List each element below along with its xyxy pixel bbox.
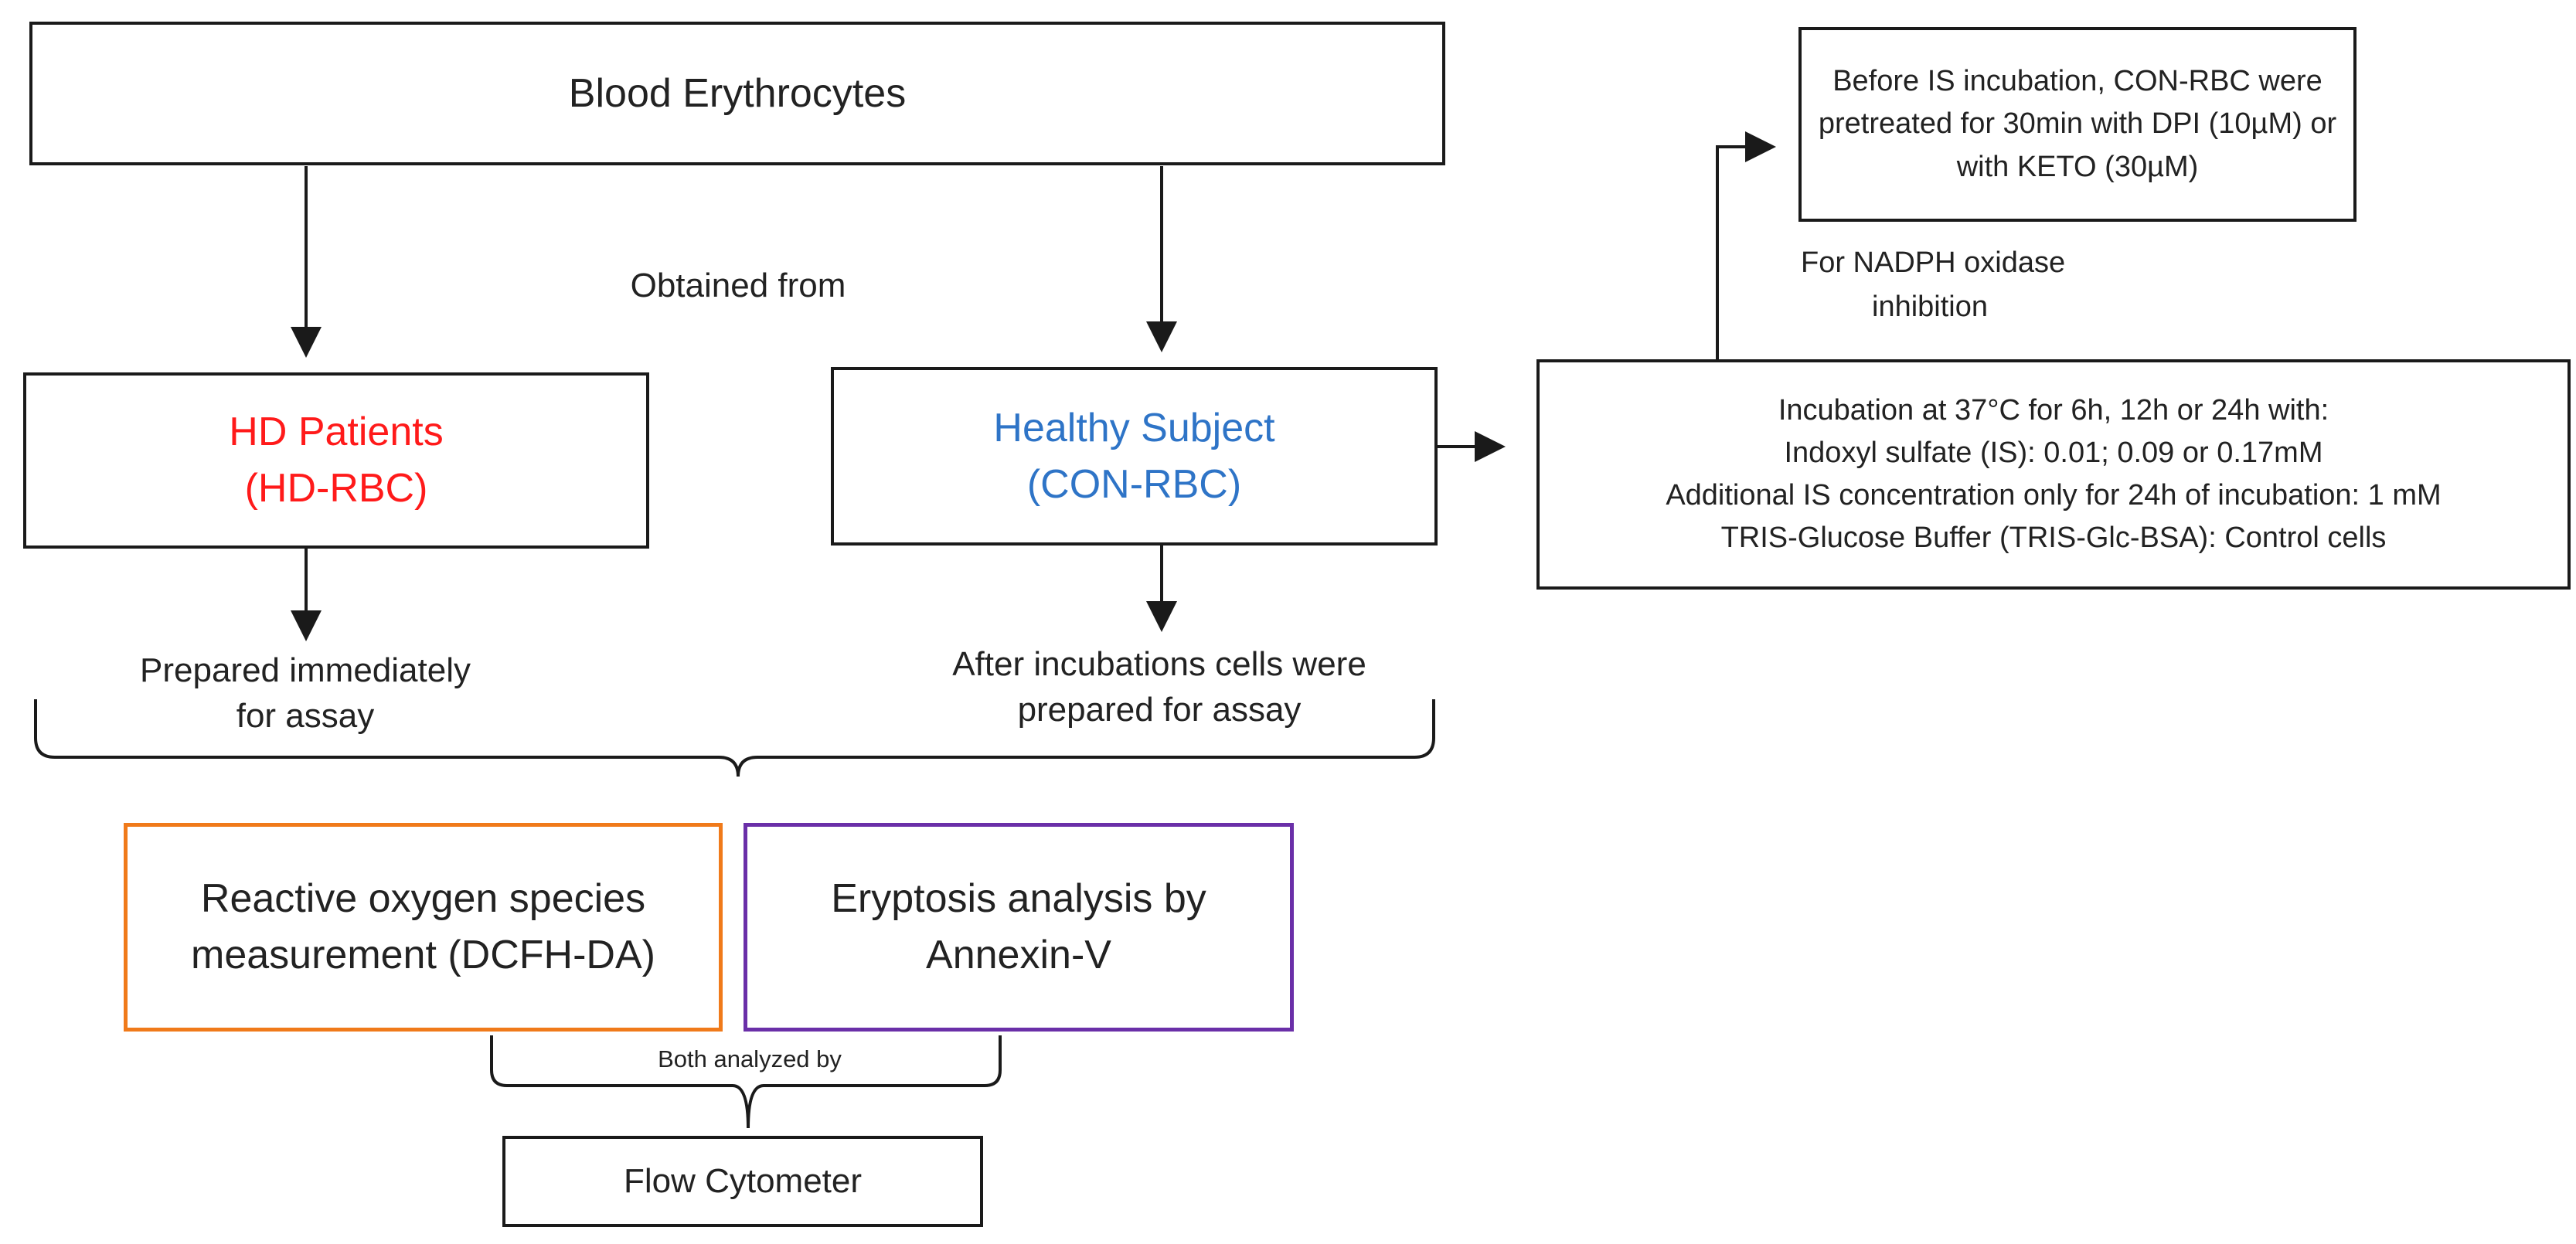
- brace-bottom: [490, 1035, 1002, 1129]
- nadph-oxidase-label: For NADPH oxidase inhibition: [1801, 246, 2066, 323]
- obtained-from-label: Obtained from: [630, 267, 846, 304]
- after-incubations-text: After incubations cells were prepared fo…: [952, 645, 1366, 729]
- incubation-conditions-box: Incubation at 37°C for 6h, 12h or 24h wi…: [1536, 359, 2571, 590]
- prepared-immediately-text: Prepared immediately for assay: [140, 651, 471, 736]
- ros-measurement-box: Reactive oxygen species measurement (DCF…: [124, 823, 723, 1032]
- con-rbc-label: (CON-RBC): [1026, 461, 1242, 507]
- pretreatment-box: Before IS incubation, CON-RBC were pretr…: [1798, 27, 2357, 222]
- flow-cytometer-box: Flow Cytometer: [502, 1136, 983, 1227]
- blood-erythrocytes-box: Blood Erythrocytes: [29, 22, 1445, 165]
- arrow-incubation-to-pretreatment: [1716, 131, 1776, 359]
- hd-patients-label: HD Patients: [229, 410, 444, 455]
- blood-erythrocytes-label: Blood Erythrocytes: [568, 71, 907, 116]
- brace-top: [34, 699, 1435, 777]
- hd-rbc-label: (HD-RBC): [244, 466, 428, 511]
- both-analyzed-label: Both analyzed by: [658, 1045, 842, 1072]
- eryptosis-analysis-box: Eryptosis analysis by Annexin-V: [744, 823, 1294, 1032]
- healthy-subject-label: Healthy Subject: [993, 405, 1275, 450]
- hd-patients-box: HD Patients (HD-RBC): [23, 372, 649, 549]
- healthy-subject-box: Healthy Subject (CON-RBC): [831, 367, 1438, 546]
- flow-cytometer-label: Flow Cytometer: [623, 1162, 863, 1200]
